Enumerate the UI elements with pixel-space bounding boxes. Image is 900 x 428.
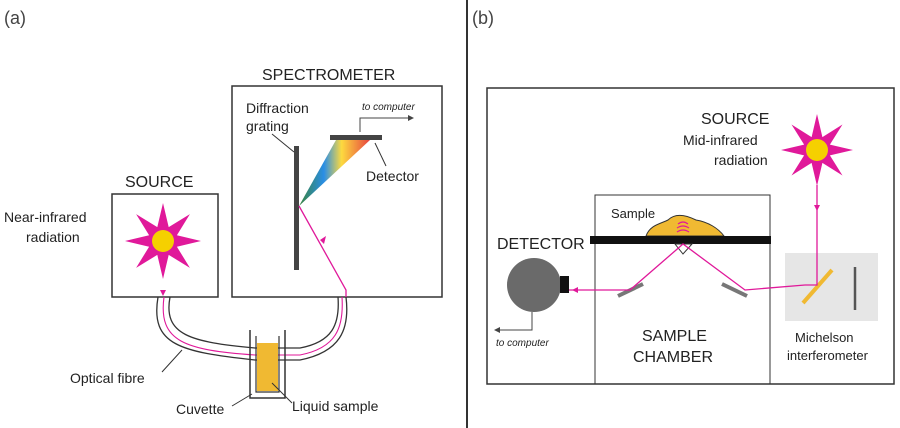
spectrometer-title: SPECTROMETER	[262, 67, 395, 84]
diffraction-label: Diffraction	[246, 100, 309, 116]
radiation-label: radiation	[26, 229, 80, 245]
diffraction-grating	[294, 146, 299, 270]
near-infrared-label: Near-infrared	[4, 209, 86, 225]
spectrometer-beam	[298, 205, 347, 297]
detector-bar	[330, 135, 382, 140]
detector-beam-arrow	[572, 287, 578, 293]
evanescent-wave	[676, 221, 690, 233]
panel-b-label: (b)	[472, 8, 494, 28]
mid-infrared-label: Mid-infrared	[683, 132, 758, 148]
computer-arrow-b	[500, 312, 533, 331]
sample-chamber-label-2: CHAMBER	[633, 349, 713, 366]
computer-arrowhead-b	[494, 327, 500, 333]
source-beam-arrow	[814, 205, 820, 211]
fibre-pointer	[161, 349, 183, 373]
computer-arrow	[359, 117, 408, 132]
sample-beam	[567, 243, 806, 291]
radiation-b-label: radiation	[714, 152, 768, 168]
mirror-right	[721, 282, 748, 298]
beam-splitter	[801, 268, 834, 305]
fibre-arrowhead	[160, 290, 166, 296]
detector-sphere-icon	[507, 258, 561, 312]
source-title: SOURCE	[125, 174, 193, 191]
atr-crystal-plate	[590, 236, 771, 244]
dispersed-spectrum	[299, 140, 370, 206]
source-beam	[805, 185, 818, 286]
interferometer-box	[785, 253, 878, 321]
sample-label: Sample	[611, 206, 655, 221]
grating-label: grating	[246, 118, 289, 134]
detector-pointer	[374, 142, 387, 167]
cuvette-label: Cuvette	[176, 401, 224, 417]
sample-chamber-label-1: SAMPLE	[642, 328, 707, 345]
source-b-title: SOURCE	[701, 111, 769, 128]
mid-infrared-star-icon	[781, 114, 853, 186]
panel-a-label: (a)	[4, 8, 26, 28]
grating-pointer	[271, 133, 295, 153]
detector-window	[560, 276, 569, 293]
interferometer-label: interferometer	[787, 348, 869, 363]
to-computer-b-label: to computer	[496, 338, 549, 349]
panel-b: (b) SOURCE Mid-infrared radiation Michel…	[472, 8, 895, 385]
to-computer-label: to computer	[362, 102, 415, 113]
spectrometer-box	[231, 85, 443, 298]
beam-arrowhead	[320, 236, 326, 244]
detector-label: Detector	[366, 168, 419, 184]
cuvette	[249, 330, 286, 399]
michelson-label: Michelson	[795, 330, 854, 345]
cuvette-pointer	[231, 393, 253, 407]
detector-b-title: DETECTOR	[497, 236, 585, 253]
optical-fibre	[156, 296, 348, 361]
optical-fibre-label: Optical fibre	[70, 370, 145, 386]
liquid-sample-label: Liquid sample	[292, 398, 379, 414]
liquid-sample	[257, 343, 278, 391]
computer-arrowhead	[408, 115, 414, 121]
panel-a: (a) SOURCE Near-infrared radiation SPECT…	[4, 8, 443, 417]
near-infrared-star-icon	[125, 203, 201, 279]
source-box	[111, 193, 219, 298]
liquid-pointer	[271, 382, 293, 404]
